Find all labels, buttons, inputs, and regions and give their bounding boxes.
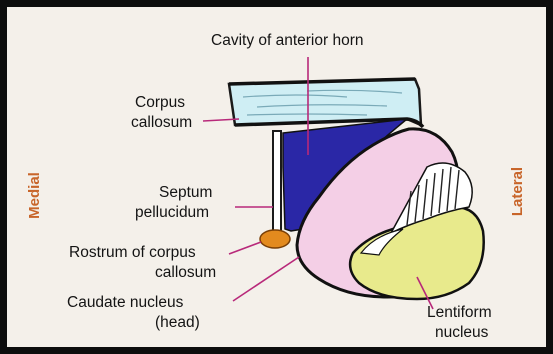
label-corpus-callosum-line1: Corpus <box>135 93 185 112</box>
label-caudate-line1: Caudate nucleus <box>67 293 183 312</box>
label-corpus-callosum-line2: callosum <box>131 113 192 132</box>
side-label-lateral: Lateral <box>509 167 526 216</box>
label-septum-line1: Septum <box>159 183 212 202</box>
septum-pellucidum-shape <box>273 131 281 231</box>
label-caudate-line2: (head) <box>155 313 200 332</box>
label-rostrum-line2: callosum <box>155 263 216 282</box>
rostrum-shape <box>260 230 290 248</box>
side-label-medial: Medial <box>26 172 43 219</box>
label-lentiform-line2: nucleus <box>435 323 488 342</box>
label-septum-line2: pellucidum <box>135 203 209 222</box>
label-cavity-anterior-horn: Cavity of anterior horn <box>211 31 364 50</box>
label-lentiform-line1: Lentiform <box>427 303 492 322</box>
label-rostrum-line1: Rostrum of corpus <box>69 243 196 262</box>
diagram-stage: Cavity of anterior horn Corpus callosum … <box>7 7 546 347</box>
